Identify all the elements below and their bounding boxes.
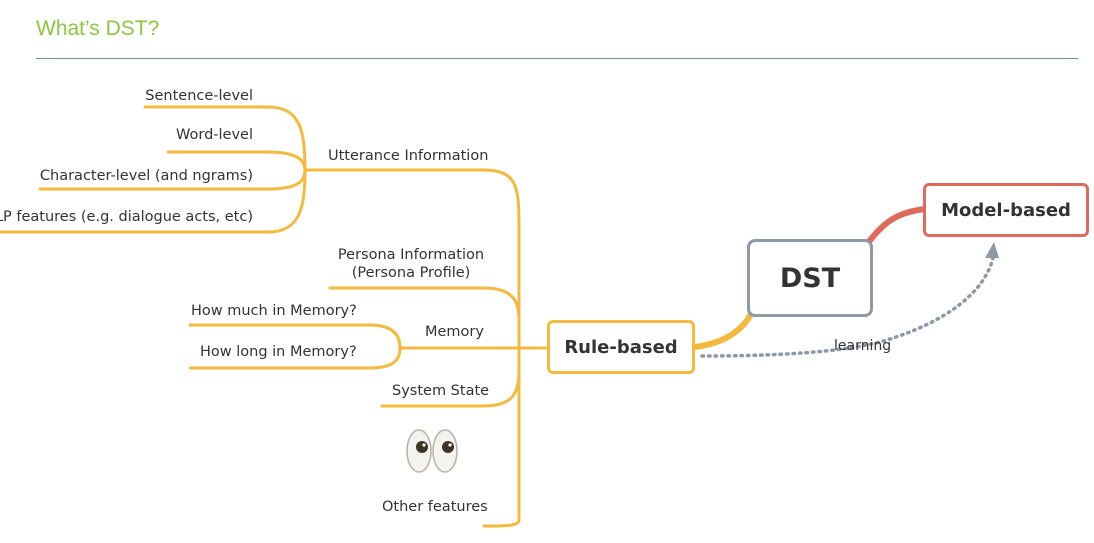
- connector-nlp-features: [0, 168, 307, 234]
- connector-rule-to-dst: [692, 309, 755, 350]
- learning-arrowhead: [985, 242, 999, 258]
- node-rule-based: Rule-based: [547, 320, 695, 374]
- branch-other-features-label: Other features: [382, 499, 488, 515]
- connector-system-state: [380, 368, 521, 408]
- node-dst: DST: [747, 239, 873, 317]
- branch-memory-label: Memory: [425, 324, 484, 340]
- connector-persona: [328, 286, 521, 322]
- connector-word-level: [166, 150, 307, 172]
- node-model-based: Model-based: [923, 183, 1089, 237]
- branch-system-state-label: System State: [392, 383, 490, 399]
- connector-sentence-level: [143, 105, 307, 172]
- leaf-nlp-features: NLP features (e.g. dialogue acts, etc): [0, 209, 253, 225]
- persona-line-2: (Persona Profile): [351, 265, 471, 281]
- leaf-how-much-memory: How much in Memory?: [191, 303, 357, 319]
- branch-persona-label: Persona Information (Persona Profile): [336, 246, 486, 282]
- leaf-character-level: Character-level (and ngrams): [39, 168, 253, 184]
- connector-dst-to-model: [865, 206, 928, 246]
- eyes-icon: [406, 429, 458, 473]
- connector-utterance-root: [303, 168, 521, 528]
- leaf-how-long-memory: How long in Memory?: [200, 344, 357, 360]
- leaf-sentence-level: Sentence-level: [145, 88, 253, 104]
- connector-how-much: [188, 323, 402, 350]
- edge-learning-label: learning: [834, 338, 892, 354]
- branch-utterance-label: Utterance Information: [328, 148, 489, 164]
- leaf-word-level: Word-level: [176, 127, 253, 143]
- title-divider: [36, 58, 1078, 59]
- learning-arrow-line: [700, 256, 995, 358]
- slide-title: What’s DST?: [36, 17, 160, 40]
- connector-how-long: [188, 346, 402, 370]
- persona-line-1: Persona Information: [337, 247, 485, 263]
